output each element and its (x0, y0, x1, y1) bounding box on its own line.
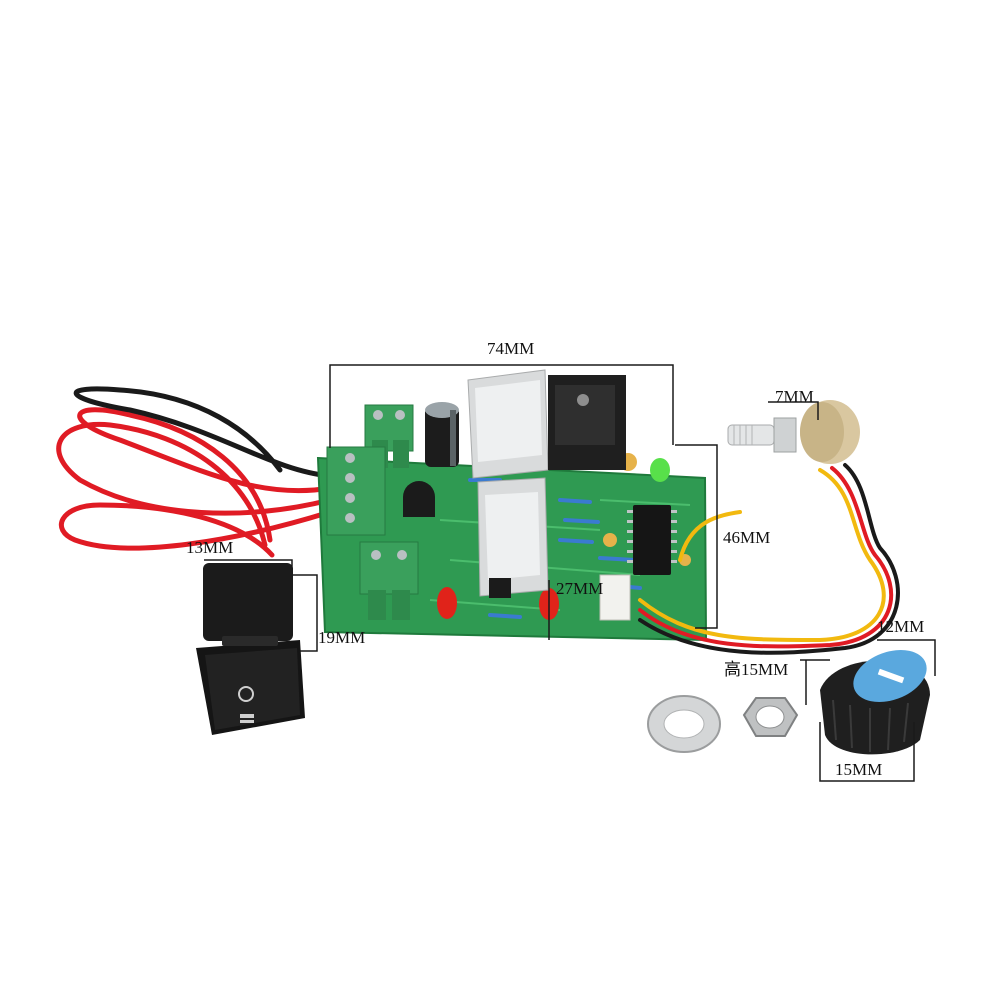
dim-heatsink-height: 27MM (556, 579, 603, 598)
rocker-switch (196, 563, 305, 735)
dimension-lines (204, 364, 936, 782)
dim-knob-bottom: 15MM (835, 760, 882, 779)
dim-board-width: 74MM (487, 339, 534, 358)
terminal-blocks (326, 404, 419, 620)
switch-wires (56, 386, 333, 558)
dim-board-height: 46MM (723, 528, 770, 547)
dim-pot-shaft: 7MM (775, 387, 814, 406)
washer (647, 695, 721, 753)
dim-knob-top: 12MM (877, 617, 924, 636)
dim-switch-height: 19MM (318, 628, 365, 647)
potentiometer (727, 400, 860, 464)
heatsinks (467, 369, 626, 598)
nut (742, 697, 799, 737)
dim-knob-height: 高15MM (724, 660, 788, 679)
dim-switch-width: 13MM (186, 538, 233, 557)
knob (820, 649, 930, 755)
pot-wires (638, 463, 900, 655)
